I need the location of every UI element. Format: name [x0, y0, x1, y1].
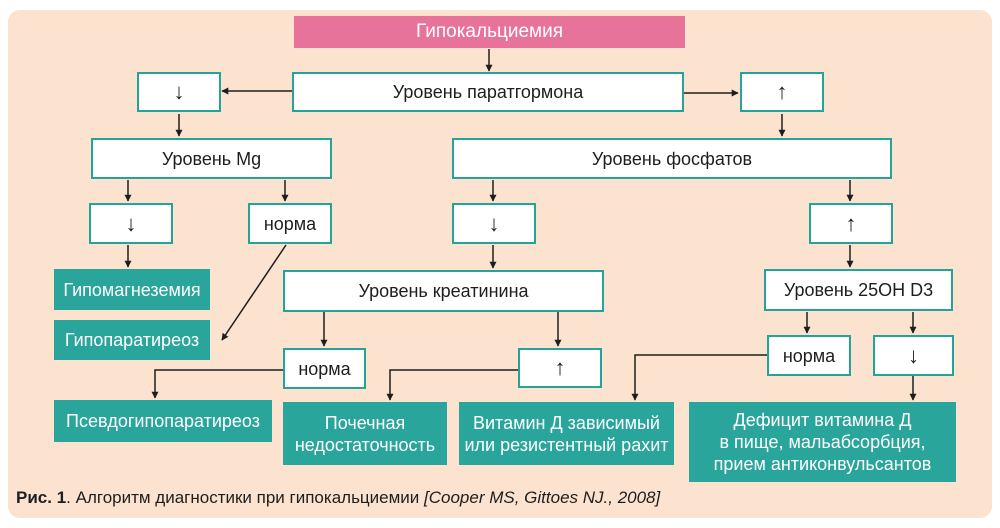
node-hypomagnesemia: Гипомагнеземия — [54, 269, 210, 310]
node-pseudohypoparathyroidism: Псевдогипопаратиреоз — [54, 400, 272, 442]
vitd-rickets-line-2: или резистентный рахит — [464, 434, 669, 455]
edge-vitdnormal-rickets — [631, 354, 767, 401]
node-vitd-deficiency: Дефицит витамина Д в пище, мальабсорбция… — [689, 402, 956, 482]
figure-caption: Рис. 1. Алгоритм диагностики при гипокал… — [16, 488, 660, 508]
node-creat-high: ↑ — [518, 348, 602, 388]
node-phosphate-level: Уровень фосфатов — [452, 138, 892, 179]
node-creatinine-level: Уровень креатинина — [283, 270, 604, 312]
caption-text: . Алгоритм диагностики при гипокальциеми… — [66, 488, 425, 507]
vitd-deficiency-line-2: в пище, мальабсорбция, — [719, 432, 926, 452]
vitd-deficiency-line-3: прием антиконвульсантов — [713, 454, 932, 474]
vitd-deficiency-line-1: Дефицит витамина Д — [733, 410, 912, 430]
node-phos-high: ↑ — [809, 203, 893, 244]
caption-source: [Cooper MS, Gittoes NJ., 2008] — [424, 488, 661, 507]
node-vitd-low: ↓ — [873, 335, 954, 376]
node-vitd-level: Уровень 25OH D3 — [764, 269, 953, 311]
node-renal-failure: Почечная недостаточность — [283, 402, 447, 465]
edge-mgnormal-hypopara — [221, 244, 287, 341]
node-pth-low: ↓ — [137, 72, 221, 112]
node-phos-low: ↓ — [452, 203, 536, 244]
edge-creathigh-renal — [386, 369, 518, 401]
edge-creatnormal-pseudo — [151, 369, 283, 399]
node-hypoparathyroidism: Гипопаратиреоз — [54, 320, 210, 360]
node-hypocalcemia: Гипокальциемия — [294, 16, 685, 48]
node-vitd-normal: норма — [767, 335, 851, 376]
node-vitd-rickets: Витамин Д зависимый или резистентный рах… — [459, 402, 674, 465]
node-pth-high: ↑ — [740, 72, 824, 112]
node-mg-normal: норма — [248, 203, 332, 244]
vitd-rickets-line-1: Витамин Д зависимый — [473, 412, 660, 433]
renal-failure-line-1: Почечная — [324, 412, 406, 433]
node-mg-low: ↓ — [89, 203, 173, 244]
renal-failure-line-2: недостаточность — [294, 434, 436, 455]
node-mg-level: Уровень Mg — [91, 138, 332, 179]
node-pth-level: Уровень паратгормона — [292, 72, 684, 112]
node-creat-normal: норма — [283, 348, 366, 389]
caption-label: Рис. 1 — [16, 488, 67, 507]
